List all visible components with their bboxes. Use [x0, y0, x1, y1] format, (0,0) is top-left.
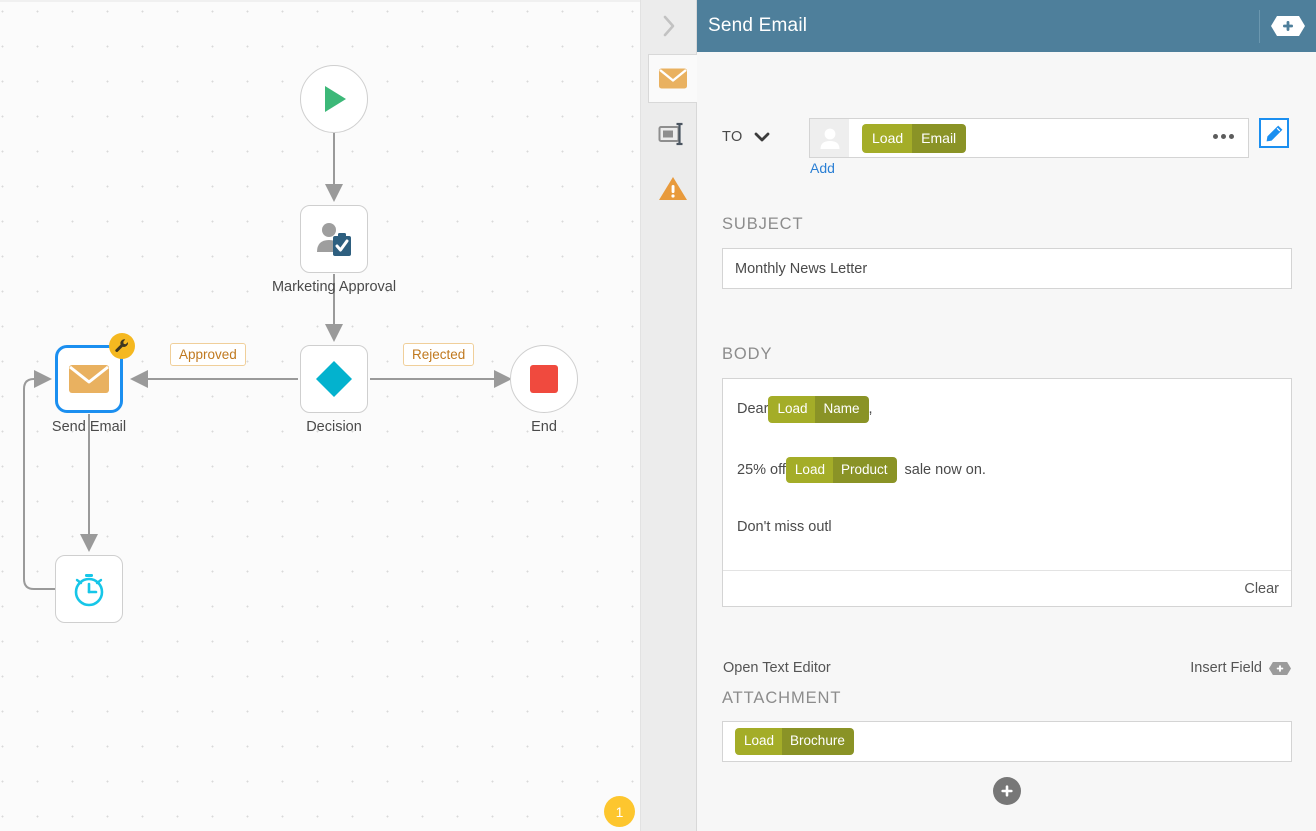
body-token-value-label: Name: [815, 396, 869, 423]
stop-square-icon: [530, 365, 558, 393]
body-token-load-label: Load: [768, 396, 816, 423]
body-offer-pre: 25% off: [737, 461, 786, 478]
send-email-node-shape[interactable]: [55, 333, 135, 413]
insert-field-button[interactable]: Insert Field: [1190, 660, 1291, 676]
body-token-load-label: Load: [785, 456, 833, 483]
workflow-node-send-email[interactable]: Send Email: [52, 333, 135, 435]
plus-badge-icon: [1271, 16, 1305, 36]
envelope-icon: [659, 68, 687, 89]
node-label-end: End: [531, 419, 557, 435]
body-offer-post: sale now on.: [904, 461, 986, 478]
collapse-panel-button[interactable]: [641, 0, 697, 52]
attachment-token-load-brochure[interactable]: Load Brochure: [735, 728, 854, 755]
ellipsis-dot: [1213, 134, 1218, 139]
body-greeting-pre: Dear: [737, 401, 769, 418]
user-task-icon: [317, 223, 351, 256]
to-row: TO Load Email: [697, 85, 1316, 176]
workflow-canvas[interactable]: Marketing Approval Decision End: [0, 0, 641, 831]
pencil-icon: [1266, 125, 1282, 141]
to-token-load-email[interactable]: Load Email: [862, 123, 967, 153]
play-icon: [325, 86, 346, 112]
envelope-icon: [69, 365, 109, 393]
send-email-panel: Send Email TO: [697, 0, 1316, 831]
header-divider: [1259, 10, 1260, 43]
body-line-closing: Don't miss outl: [737, 517, 1277, 537]
body-token-load-name[interactable]: Load Name: [768, 396, 869, 423]
subject-input[interactable]: [722, 248, 1292, 289]
attachment-token-value-label: Brochure: [782, 728, 854, 755]
panel-body: TO Load Email: [697, 52, 1316, 831]
tab-warnings[interactable]: [648, 164, 697, 213]
issue-count-badge[interactable]: 1: [604, 796, 635, 827]
tab-fields[interactable]: [648, 109, 697, 158]
workflow-node-marketing-approval[interactable]: Marketing Approval: [272, 205, 396, 295]
body-footer: Clear: [723, 570, 1291, 606]
body-greeting-post: ,: [868, 401, 873, 418]
edit-recipients-button[interactable]: [1259, 118, 1289, 148]
body-line-offer: 25% off Load Product sale now on.: [737, 456, 1277, 483]
body-section-title: BODY: [722, 345, 773, 363]
body-line-greeting: Dear Load Name ,: [737, 396, 1277, 423]
chevron-right-icon: [663, 15, 675, 37]
panel-header: Send Email: [697, 0, 1316, 52]
ellipsis-dot: [1221, 134, 1226, 139]
to-add-link[interactable]: Add: [810, 160, 835, 176]
body-editor[interactable]: Dear Load Name , 25% off Load Product: [722, 378, 1292, 607]
body-closing-text: Don't miss outl: [737, 519, 832, 535]
node-label-decision: Decision: [306, 419, 362, 435]
to-recipients-field[interactable]: Load Email: [809, 118, 1249, 158]
timer-node-shape[interactable]: [55, 555, 123, 623]
add-attachment-button[interactable]: [993, 777, 1021, 805]
plus-badge-icon: [1269, 661, 1291, 675]
body-token-value-label: Product: [832, 456, 897, 483]
body-token-load-product[interactable]: Load Product: [785, 456, 897, 483]
to-label: TO: [722, 129, 743, 145]
subject-section-title: SUBJECT: [722, 215, 804, 233]
wrench-glyph-icon: [115, 339, 128, 352]
workflow-node-start[interactable]: [300, 65, 368, 133]
workflow-node-timer[interactable]: [55, 555, 123, 623]
to-token-value-label: Email: [912, 123, 967, 153]
tab-email[interactable]: [648, 54, 698, 103]
marketing-approval-node-shape[interactable]: [300, 205, 368, 273]
workflow-node-decision[interactable]: Decision: [300, 345, 368, 435]
user-avatar-glyph-icon: [820, 128, 839, 149]
add-step-button[interactable]: [1268, 13, 1308, 39]
canvas-top-divider: [0, 0, 640, 2]
node-label-marketing-approval: Marketing Approval: [271, 279, 397, 295]
start-node-shape[interactable]: [300, 65, 368, 133]
user-avatar-icon: [810, 119, 849, 157]
workflow-node-end[interactable]: End: [510, 345, 578, 435]
text-field-icon: [658, 122, 682, 145]
edge-label-rejected: Rejected: [403, 343, 475, 366]
attachment-token-load-label: Load: [735, 728, 783, 755]
to-token-load-label: Load: [862, 123, 913, 153]
attachment-section-title: ATTACHMENT: [722, 689, 842, 707]
insert-field-label: Insert Field: [1190, 660, 1262, 676]
open-text-editor-link[interactable]: Open Text Editor: [723, 660, 831, 676]
decision-node-shape[interactable]: [300, 345, 368, 413]
panel-rail: [641, 0, 698, 831]
diamond-icon: [316, 361, 352, 397]
plus-circle-icon: [1001, 785, 1013, 797]
to-dropdown-toggle[interactable]: [752, 130, 772, 149]
node-label-send-email: Send Email: [51, 419, 127, 435]
attachment-field[interactable]: Load Brochure: [722, 721, 1292, 762]
clear-body-link[interactable]: Clear: [1244, 580, 1279, 597]
page-title: Send Email: [708, 15, 808, 36]
timer-icon: [74, 574, 104, 607]
chevron-down-icon: [754, 132, 770, 142]
ellipsis-dot: [1229, 134, 1234, 139]
body-content[interactable]: Dear Load Name , 25% off Load Product: [723, 379, 1291, 537]
end-node-shape[interactable]: [510, 345, 578, 413]
wrench-icon[interactable]: [109, 333, 135, 359]
warning-triangle-icon: [658, 177, 687, 200]
edge-label-approved: Approved: [170, 343, 246, 366]
more-options-icon[interactable]: [1213, 134, 1234, 139]
